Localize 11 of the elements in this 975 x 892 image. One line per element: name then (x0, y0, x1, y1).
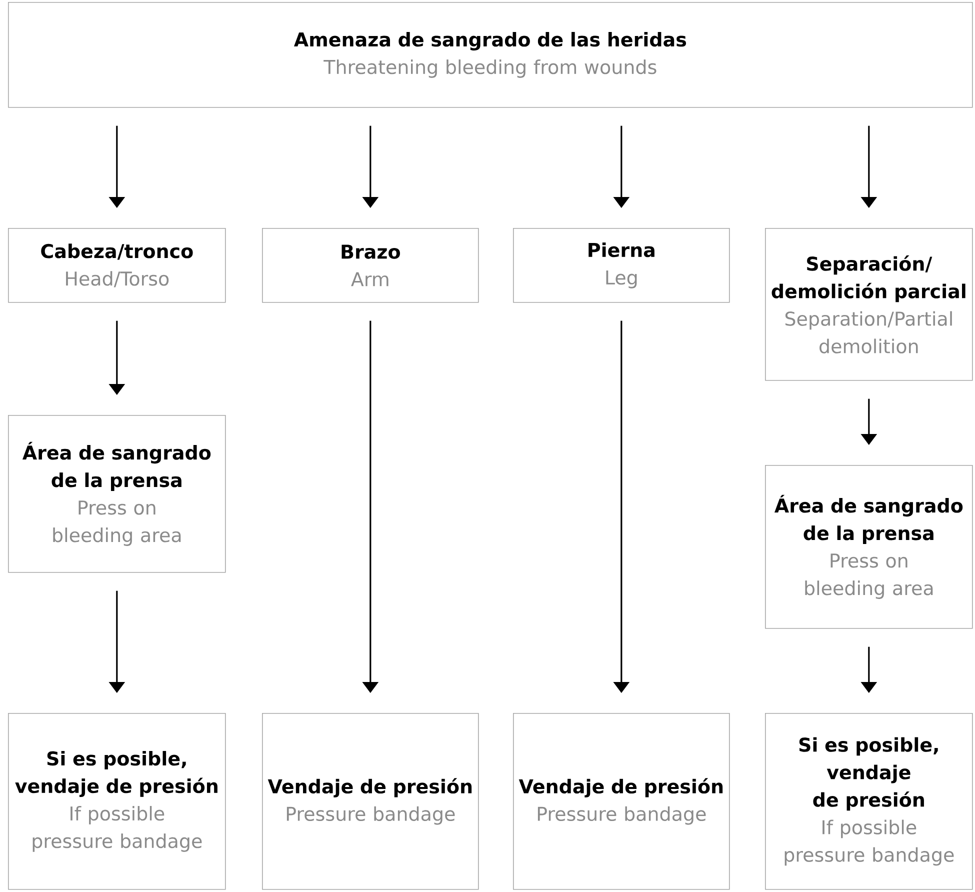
step-box: Área de sangrado de la prensa Press on bleeding area (765, 465, 973, 629)
step-box: Separación/ demolición parcial Separation/Partial demolition (765, 228, 973, 381)
step-box: Amenaza de sangrado de las heridas Threatening bleeding from wounds (8, 2, 973, 108)
step-box: Cabeza/tronco Head/Torso (8, 228, 226, 303)
step-box: Área de sangrado de la prensa Press on bleeding area (8, 415, 226, 573)
step-box: Si es posible, vendaje de presión If possible pressure bandage (765, 713, 973, 890)
step-box: Vendaje de presión Pressure bandage (513, 713, 730, 890)
step-box: Si es posible, vendaje de presión If possible pressure bandage (8, 713, 226, 890)
step-box: Pierna Leg (513, 228, 730, 303)
step-box: Brazo Arm (262, 228, 479, 303)
step-box: Vendaje de presión Pressure bandage (262, 713, 479, 890)
